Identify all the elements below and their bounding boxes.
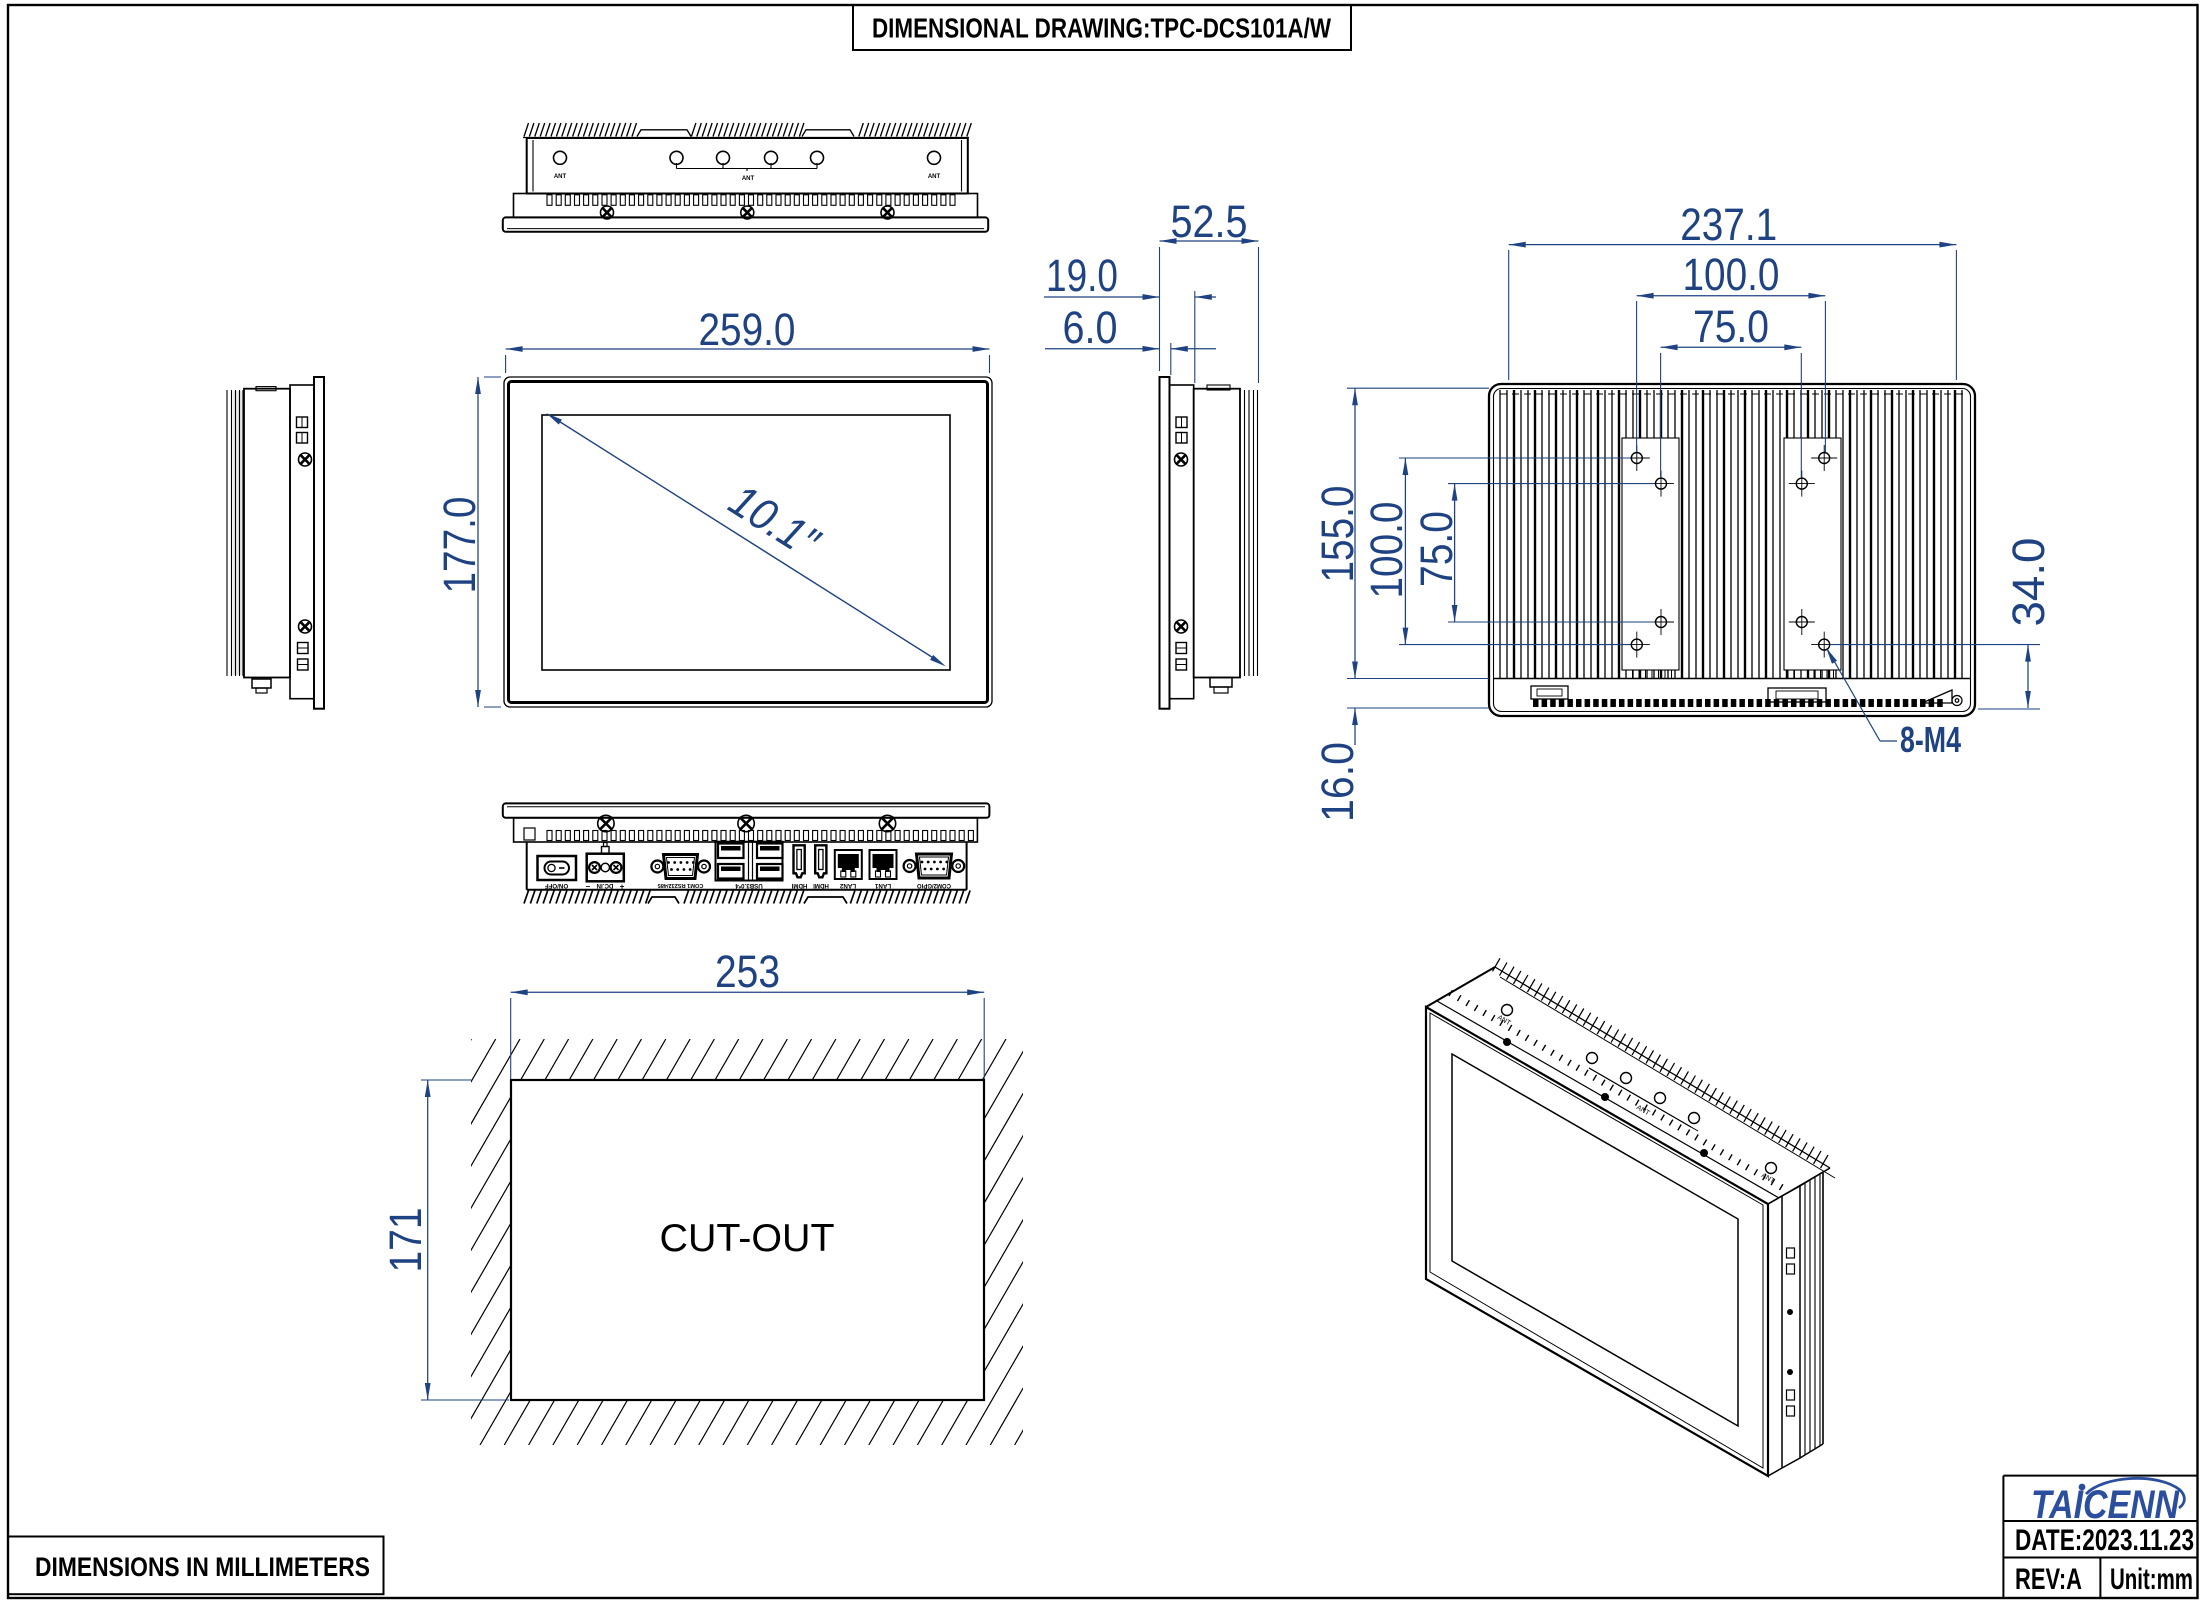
svg-text:−: −	[585, 882, 590, 891]
svg-text:DIMENSIONS IN MILLIMETERS: DIMENSIONS IN MILLIMETERS	[35, 1552, 370, 1582]
svg-text:100.0: 100.0	[1361, 502, 1412, 599]
svg-text:ON/OFF: ON/OFF	[545, 882, 569, 889]
svg-text:ANT: ANT	[554, 174, 567, 180]
svg-text:171: 171	[380, 1208, 431, 1273]
svg-text:COM1 RS232/485: COM1 RS232/485	[658, 882, 704, 888]
svg-text:DIMENSIONAL DRAWING:TPC-DCS101: DIMENSIONAL DRAWING:TPC-DCS101A/W	[872, 13, 1331, 44]
svg-text:HDMI: HDMI	[791, 882, 807, 889]
svg-text:253: 253	[715, 946, 780, 997]
svg-text:DC.IN: DC.IN	[596, 882, 613, 889]
svg-text:34.0: 34.0	[2003, 538, 2054, 627]
svg-text:+: +	[619, 882, 624, 891]
svg-text:75.0: 75.0	[1693, 301, 1769, 352]
svg-text:Unit:mm: Unit:mm	[2110, 1563, 2193, 1596]
svg-text:LAN1: LAN1	[874, 882, 891, 889]
svg-text:6.0: 6.0	[1063, 302, 1118, 353]
svg-text:TAICENN: TAICENN	[2031, 1483, 2180, 1527]
svg-text:259.0: 259.0	[699, 304, 796, 355]
svg-text:52.5: 52.5	[1171, 196, 1248, 247]
svg-text:100.0: 100.0	[1683, 249, 1780, 300]
svg-text:177.0: 177.0	[434, 497, 485, 594]
svg-text:16.0: 16.0	[1312, 742, 1363, 822]
svg-text:CUT-OUT: CUT-OUT	[660, 1217, 835, 1260]
svg-text:REV:A: REV:A	[2015, 1563, 2082, 1596]
svg-text:DATE:2023.11.23: DATE:2023.11.23	[2015, 1524, 2194, 1557]
svg-text:USB3.0*4: USB3.0*4	[735, 882, 763, 889]
svg-text:8-M4: 8-M4	[1900, 719, 1961, 760]
svg-text:COM2/GPIO: COM2/GPIO	[917, 882, 951, 888]
svg-text:19.0: 19.0	[1046, 250, 1118, 301]
svg-text:ANT: ANT	[742, 176, 755, 182]
svg-text:75.0: 75.0	[1411, 511, 1462, 587]
svg-text:ANT: ANT	[928, 174, 941, 180]
svg-text:HDMI: HDMI	[813, 882, 829, 889]
svg-text:LAN2: LAN2	[839, 882, 856, 889]
svg-text:237.1: 237.1	[1680, 199, 1777, 250]
